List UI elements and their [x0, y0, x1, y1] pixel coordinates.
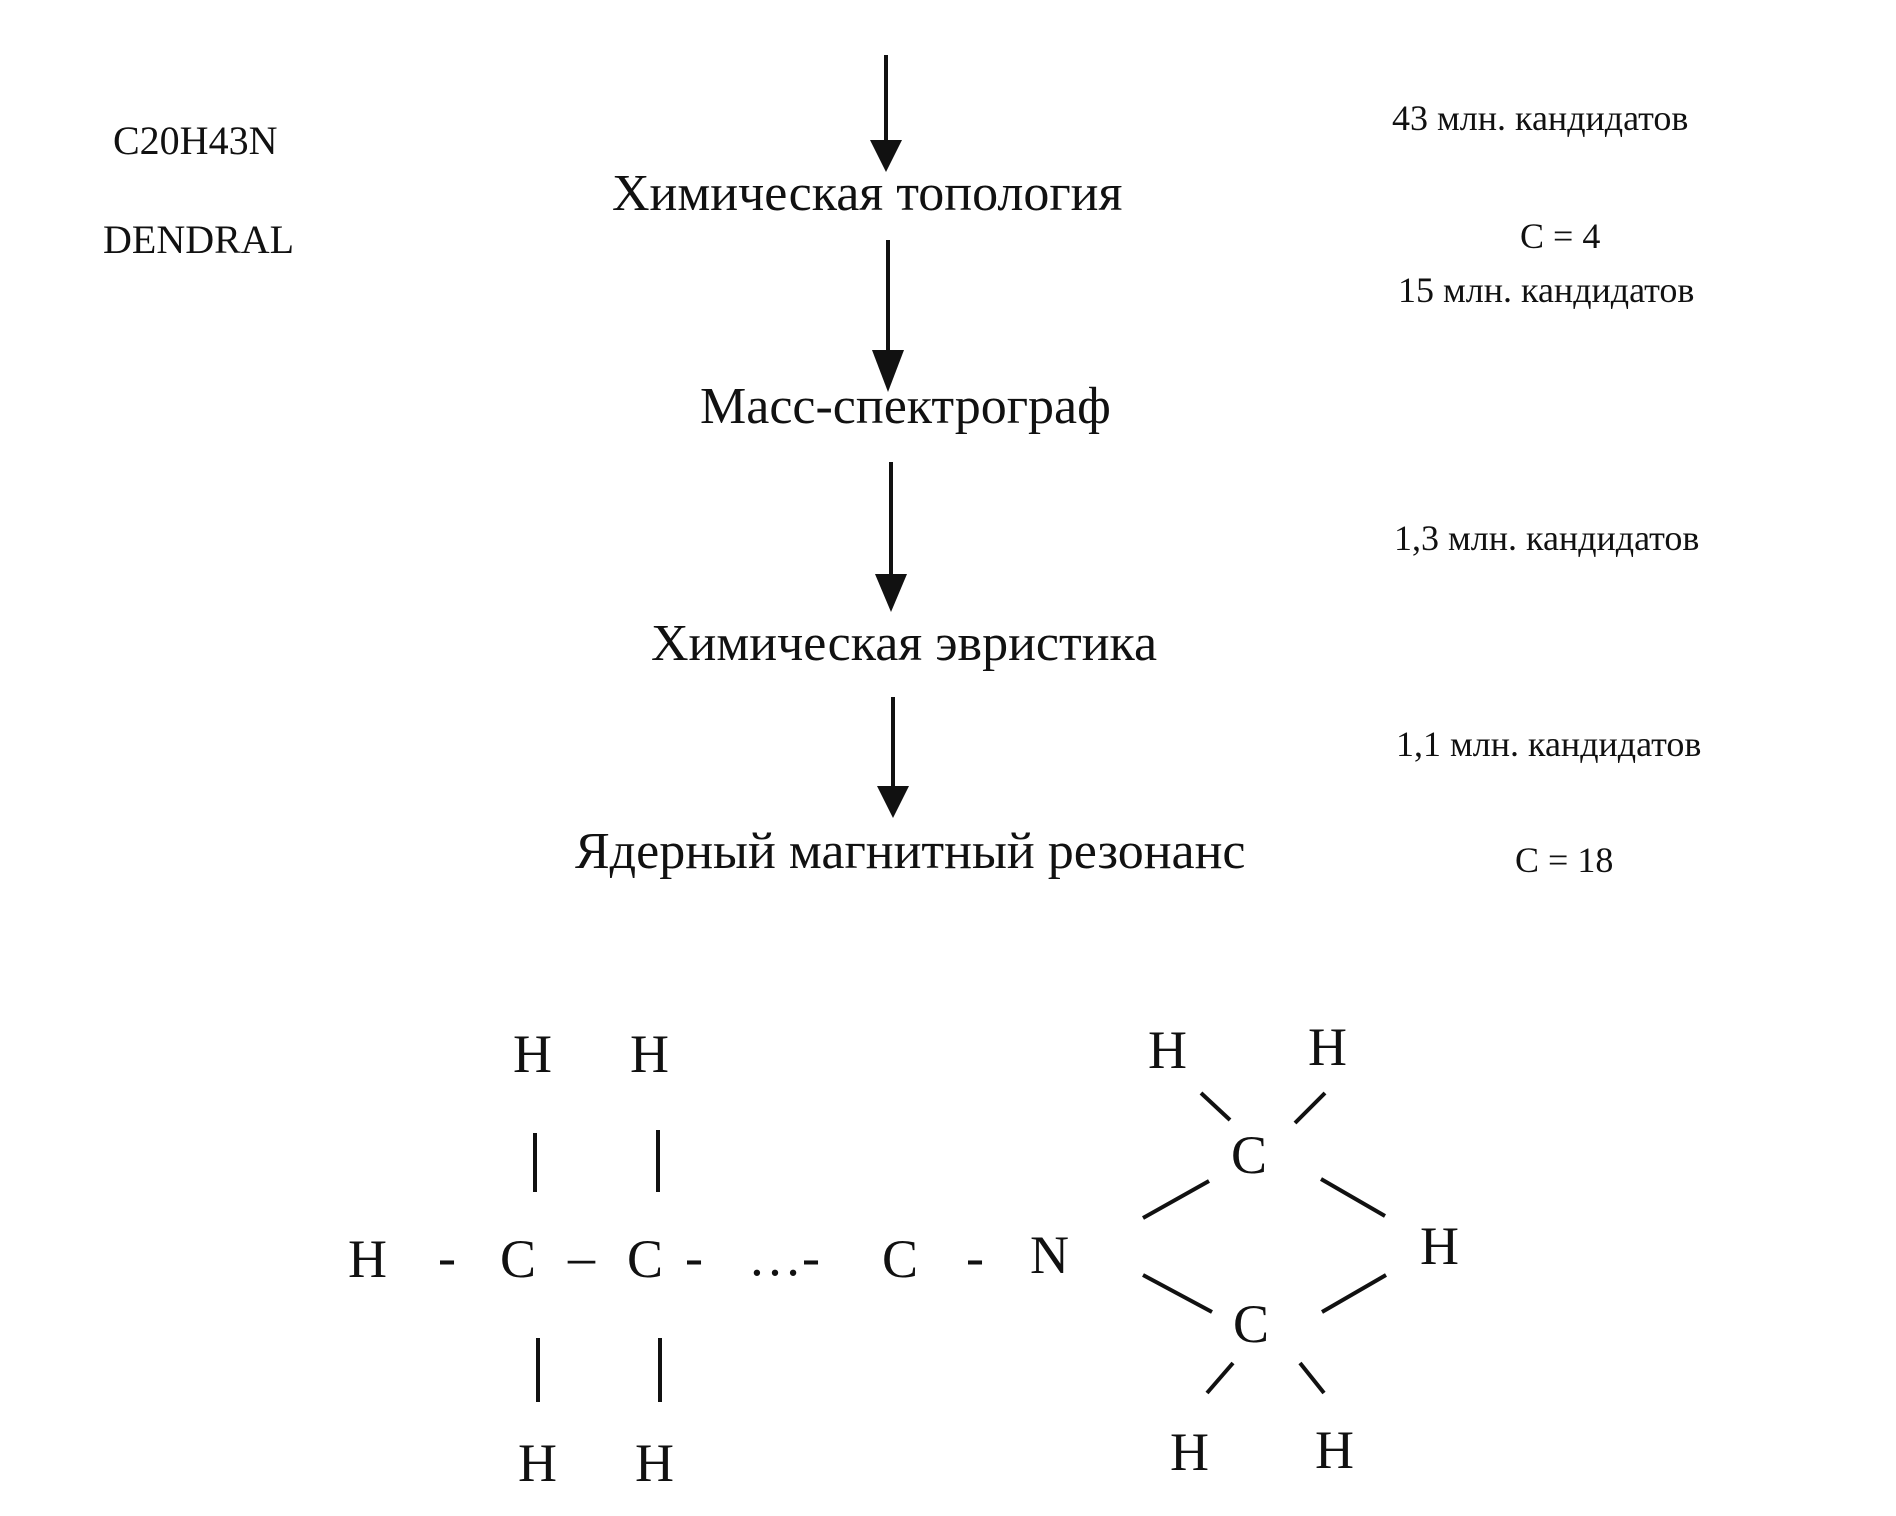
atom-h: H: [513, 1024, 552, 1084]
atom-h: H: [630, 1024, 669, 1084]
atom-h: H: [1308, 1017, 1347, 1077]
bond-n-to-c-upper: [1142, 1179, 1210, 1220]
atom-c: C: [882, 1229, 919, 1289]
candidate-count: 1,1 млн. кандидатов: [1396, 724, 1702, 764]
flow-arrow-4-head: [877, 786, 909, 818]
atom-n: N: [1030, 1225, 1069, 1285]
atom-h: H: [1170, 1422, 1209, 1482]
atom-c: C: [1231, 1125, 1268, 1185]
bond-c-lower-to-h-right: [1298, 1361, 1326, 1395]
candidate-count: 43 млн. кандидатов: [1392, 98, 1689, 138]
stage-label: Химическая топология: [612, 165, 1123, 222]
bond-c-lower-to-h: [1320, 1273, 1388, 1314]
atom-h: H: [1148, 1020, 1187, 1080]
stage-label: Ядерный магнитный резонанс: [575, 823, 1246, 880]
bond-n-to-c-lower: [1142, 1273, 1213, 1314]
atom-c: C: [1233, 1294, 1270, 1354]
bond-c-upper-to-h: [1319, 1177, 1387, 1218]
carbon-count: C = 18: [1515, 840, 1614, 880]
atom-h: H: [635, 1433, 674, 1493]
bond-dash: -: [966, 1227, 984, 1287]
atom-h: H: [348, 1229, 387, 1289]
chain-ellipsis: …-: [748, 1227, 820, 1287]
candidate-count: 1,3 млн. кандидатов: [1394, 518, 1700, 558]
atom-c: C: [500, 1229, 537, 1289]
stage-label: Химическая эвристика: [651, 615, 1158, 672]
bond-dash: -: [685, 1227, 703, 1287]
bond-dash: –: [568, 1227, 595, 1287]
flow-arrow-2-head: [872, 350, 904, 392]
bond-h-to-c-upper-right: [1293, 1091, 1327, 1125]
flow-arrow-1-head: [870, 140, 902, 172]
stage-label: Масс-спектрограф: [700, 378, 1111, 435]
bond-h-to-c-upper-left: [1199, 1091, 1232, 1122]
bond-c-lower-to-h-left: [1205, 1361, 1235, 1395]
atom-h: H: [518, 1433, 557, 1493]
formula-label: C20H43N: [113, 118, 278, 163]
atom-h: H: [1315, 1420, 1354, 1480]
bond-dash: -: [438, 1227, 456, 1287]
system-name-label: DENDRAL: [103, 217, 295, 262]
atom-h: H: [1420, 1216, 1459, 1276]
candidate-count: 15 млн. кандидатов: [1398, 270, 1695, 310]
flow-arrow-3-head: [875, 574, 907, 612]
carbon-count: C = 4: [1520, 216, 1601, 256]
atom-c: C: [627, 1229, 664, 1289]
